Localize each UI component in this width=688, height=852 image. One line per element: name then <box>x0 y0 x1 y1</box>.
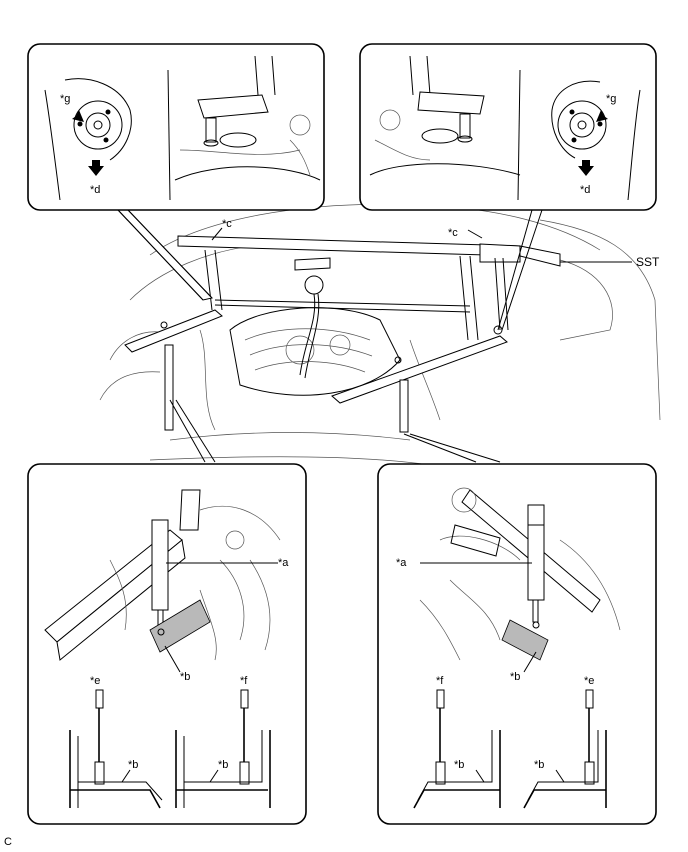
label-b-right: *b <box>510 671 520 683</box>
label-b-f-left: *b <box>218 759 228 771</box>
main-labels: *c *c SST <box>211 218 660 269</box>
figure-code: C <box>4 836 12 848</box>
label-d-left: *d <box>90 184 100 196</box>
vehicle-engine-bay <box>99 203 661 466</box>
label-c-right: *c <box>448 227 458 239</box>
label-e-left: *e <box>90 675 100 687</box>
inset-top-left: *g *d <box>27 43 325 211</box>
label-sst: SST <box>636 255 660 269</box>
label-f-right: *f <box>436 675 444 687</box>
label-f-left: *f <box>240 675 248 687</box>
inset-top-right: *g *d <box>359 43 657 211</box>
inset-bottom-left: *a *b *e *b *f *b <box>27 463 307 825</box>
label-c-left: *c <box>222 218 232 230</box>
label-b-f-right: *b <box>454 759 464 771</box>
label-a-left: *a <box>278 557 289 569</box>
inset-bottom-right: *a *b *f *b *e *b <box>377 463 657 825</box>
label-g-right: *g <box>606 93 616 105</box>
label-g-left: *g <box>60 93 70 105</box>
connector-lines <box>116 209 543 463</box>
label-b-e-left: *b <box>128 759 138 771</box>
label-a-right: *a <box>396 557 407 569</box>
label-b-left: *b <box>180 671 190 683</box>
label-e-right: *e <box>584 675 594 687</box>
label-d-right: *d <box>580 184 590 196</box>
label-b-e-right: *b <box>534 759 544 771</box>
